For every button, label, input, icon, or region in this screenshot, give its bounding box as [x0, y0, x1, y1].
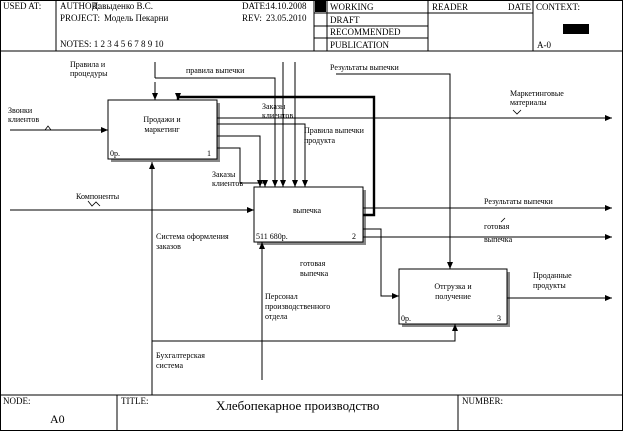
- label-client-calls-2: клиентов: [8, 115, 39, 124]
- context-label: CONTEXT:: [536, 2, 580, 12]
- label-sold-products-2: продукты: [533, 281, 566, 290]
- date-value: 14.10.2008: [266, 1, 307, 11]
- label-ready-baking-right-2: выпечка: [484, 235, 513, 244]
- box-3-title-line1: Отгрузка и: [434, 282, 472, 291]
- label-order-system-2: заказов: [156, 242, 181, 251]
- label-client-orders-2-b: клиентов: [212, 179, 243, 188]
- activity-box-1[interactable]: Продажи и маркетинг 0р. 1: [107, 99, 220, 162]
- label-ready-baking-mid-1: готовая: [300, 259, 326, 268]
- status-recommended: RECOMMENDED: [330, 27, 401, 37]
- box-2-cost: 511 680р.: [256, 232, 288, 241]
- activity-box-2[interactable]: выпечка 511 680р. 2: [253, 186, 366, 245]
- label-client-orders-2-a: Заказы: [212, 170, 236, 179]
- arrow-baking-rules: [155, 77, 278, 187]
- box-1-cost: 0р.: [110, 149, 120, 158]
- label-marketing-materials-1: Маркетинговые: [510, 89, 564, 98]
- working-status-marker: [315, 1, 326, 12]
- title-label: TITLE:: [121, 396, 149, 406]
- label-product-baking-rules-2: продукта: [304, 136, 335, 145]
- date-label: DATE:: [242, 1, 268, 11]
- label-client-orders-1-b: клиентов: [262, 111, 293, 120]
- label-rules-procedures-2: процедуры: [70, 69, 108, 78]
- rev-label: REV:: [242, 13, 262, 23]
- context-thumbnail: [563, 24, 589, 34]
- used-at-label: USED AT:: [3, 1, 41, 11]
- arrow-product-baking-rules: [217, 123, 308, 187]
- author-value: Давыденко В.С.: [92, 1, 153, 11]
- diagram-title: Хлебопекарное производство: [216, 398, 379, 413]
- node-value: A0: [50, 412, 65, 426]
- label-client-orders-1-a: Заказы: [262, 102, 286, 111]
- reader-label: READER: [432, 2, 468, 12]
- label-sold-products-1: Проданные: [533, 271, 572, 280]
- status-draft: DRAFT: [330, 15, 360, 25]
- box-1-title-line2: маркетинг: [144, 125, 180, 134]
- footer-frame: [0, 394, 623, 431]
- project-value: Модель Пекарни: [104, 13, 168, 23]
- arrow-client-orders-2: [217, 147, 268, 187]
- label-components: Компоненты: [76, 192, 120, 201]
- date-column-label: DATE: [508, 2, 531, 12]
- box-2-title-line1: выпечка: [293, 206, 322, 215]
- status-working: WORKING: [330, 2, 374, 12]
- activity-box-3[interactable]: Отгрузка и получение 0р. 3: [398, 268, 510, 327]
- box-3-cost: 0р.: [401, 314, 411, 323]
- label-marketing-materials-2: материалы: [510, 98, 547, 107]
- context-node: A-0: [537, 40, 551, 50]
- box-2-number: 2: [352, 232, 356, 241]
- box-1-title-line1: Продажи и: [143, 115, 181, 124]
- arrow-accounting-system: [152, 324, 458, 342]
- status-publication: PUBLICATION: [330, 40, 390, 50]
- label-product-baking-rules-1: Правила выпечки: [304, 126, 365, 135]
- label-baking-results-top: Результаты выпечки: [330, 63, 399, 72]
- label-ready-baking-right-1: готовая: [484, 222, 510, 231]
- notes: NOTES: 1 2 3 4 5 6 7 8 9 10: [60, 39, 164, 49]
- arrow-ready-baking-to-box3: [363, 228, 399, 299]
- label-baking-results-right: Результаты выпечки: [484, 197, 553, 206]
- label-production-staff-3: отдела: [265, 312, 288, 321]
- label-client-calls-1: Звонки: [8, 106, 33, 115]
- label-accounting-system-2: система: [156, 361, 183, 370]
- box-1-number: 1: [207, 149, 211, 158]
- label-connectors: [44, 109, 522, 223]
- rev-value: 23.05.2010: [266, 13, 307, 23]
- node-label: NODE:: [3, 396, 31, 406]
- author-label: AUTHOR:: [60, 1, 100, 11]
- arrows: [10, 62, 612, 395]
- arrow-baking-results-top: [336, 73, 453, 269]
- arrow-client-orders: [217, 135, 263, 187]
- label-order-system-1: Система оформления: [156, 232, 229, 241]
- label-rules-procedures-1: Правила и: [70, 60, 106, 69]
- label-production-staff-2: производственного: [265, 302, 330, 311]
- label-ready-baking-mid-2: выпечка: [300, 269, 329, 278]
- label-production-staff-1: Персонал: [265, 292, 298, 301]
- project-label: PROJECT:: [60, 13, 100, 23]
- label-accounting-system-1: Бухгалтерская: [156, 351, 205, 360]
- label-baking-rules: правила выпечки: [186, 66, 245, 75]
- number-label: NUMBER:: [462, 396, 503, 406]
- box-3-title-line2: получение: [435, 292, 471, 301]
- arrow-baking-results-feedback: [175, 93, 376, 217]
- box-3-number: 3: [497, 314, 501, 323]
